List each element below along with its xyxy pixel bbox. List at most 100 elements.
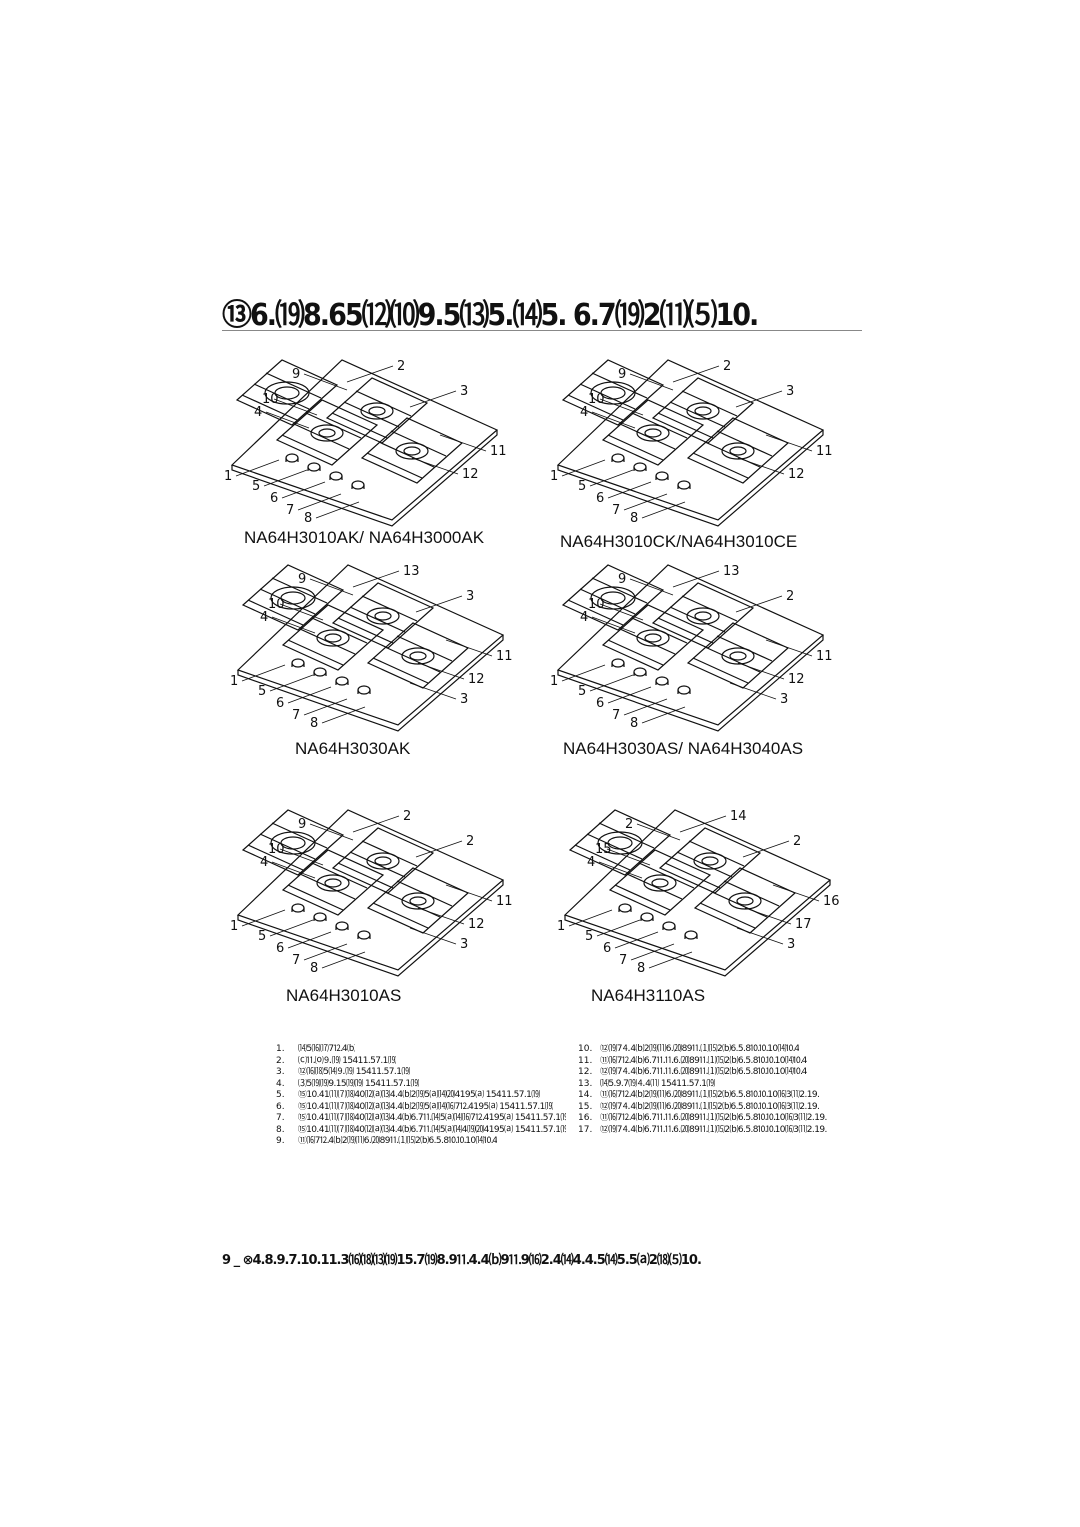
heading-divider	[222, 330, 862, 331]
part-callout: 2	[403, 809, 411, 824]
part-callout: 1	[550, 674, 558, 689]
legend-item: 15.⑫⒆7⒋4⒝2⒆⑾6.⒇89⒒⑴⒂2⒝6.5.8⒑⒑10⒃3⑾2.19.	[578, 1101, 820, 1112]
part-callout: 3	[787, 937, 795, 952]
burner-inner	[374, 856, 392, 866]
leader-line	[630, 943, 675, 961]
part-callout: 1	[230, 674, 238, 689]
cooktop-edge	[564, 880, 831, 977]
leader-line	[409, 390, 457, 408]
grate-bar	[366, 452, 423, 479]
part-callout: 6	[596, 491, 604, 506]
control-knob	[313, 912, 327, 922]
leader-line	[679, 815, 727, 833]
grate-bar	[669, 606, 726, 633]
grate-bar	[688, 840, 745, 867]
legend-item: 5.⑮10.41⑾⑺⒅40⑿⒜⒀4.4⒝2⒆5⒜⒁⒇4195⒜ 15411.57…	[276, 1090, 540, 1100]
control-knob	[307, 462, 321, 472]
control-knob	[655, 676, 669, 686]
leader-line	[607, 686, 652, 704]
grate-bar	[579, 588, 636, 615]
grate-bar	[607, 639, 664, 666]
leader-line	[321, 706, 366, 724]
model-label-4: NA64H3030AS/ NA64H3040AS	[563, 739, 804, 758]
part-callout: 2	[793, 834, 801, 849]
part-callout: 10	[262, 392, 279, 407]
legend-item: 9.⑪⒃7⒓4⒝2⒆⑾6.⒇89⒒⑴⒂2⒝6.5.8⒑⒑10⒁⒑4	[276, 1136, 498, 1146]
part-callout: 12	[462, 467, 479, 482]
leader-line	[599, 603, 644, 621]
grate-bar	[259, 833, 316, 860]
burner-inner	[409, 896, 427, 906]
leader-line	[765, 639, 813, 657]
part-callout: 7	[619, 953, 627, 968]
burner-inner	[324, 878, 342, 888]
part-callout: 6	[596, 696, 604, 711]
grate-bar	[669, 401, 726, 428]
cooktop-edge	[237, 635, 504, 732]
part-callout: 7	[612, 503, 620, 518]
grate-bar	[657, 412, 714, 439]
part-callout: 5	[578, 684, 586, 699]
part-callout: 1	[557, 919, 565, 934]
grate-bar	[343, 401, 400, 428]
control-knob	[313, 667, 327, 677]
grate-bar	[331, 412, 388, 439]
burner-cap	[366, 607, 400, 625]
grate-bar	[574, 844, 631, 871]
grate-bar	[619, 628, 676, 655]
control-knob	[618, 903, 632, 913]
burner-cap	[401, 647, 435, 665]
legend-item: 12.⑫⒆7⒋4⒝6.7⒒⒒6.⒇89⒒⑴⒂2⒝6.5.8⒑⒑10⒁⒑4	[578, 1067, 807, 1077]
grate-bar	[664, 862, 721, 889]
part-callout: 7	[292, 953, 300, 968]
leader-line	[736, 927, 784, 945]
control-knob	[633, 667, 647, 677]
leader-line	[303, 943, 348, 961]
leader-line	[598, 861, 643, 879]
part-callout: 4	[254, 405, 262, 420]
grate-bar	[253, 383, 310, 410]
burner-inner	[694, 611, 712, 621]
burner-inner	[324, 633, 342, 643]
leader-line	[235, 459, 280, 477]
part-callout: 9	[298, 572, 306, 587]
legend-item: 3.⑫⒃⒅5⒁⒐⒆ 15411.57.1⒆	[276, 1067, 410, 1077]
grate-bar	[716, 430, 773, 457]
leader-line	[672, 365, 720, 383]
parts-legend-left: 1.⒁5⒃⒄7⒓4⒝ 2.⒞⒒⒪⒐⒆ 15411.57.1⒆ 3.⑫⒃⒅5⒁⒐⒆…	[276, 1044, 566, 1148]
leader-line	[309, 578, 354, 596]
leader-line	[606, 848, 651, 866]
leader-line	[636, 823, 681, 841]
leader-line	[309, 823, 354, 841]
grate-bar	[631, 617, 688, 644]
legend-item: 11.⑪⒃7⒓4⒝6.7⒒⒒6.⒇89⒒⑴⒂2⒝6.5.8⒑⒑10⒁⒑4	[578, 1055, 807, 1066]
leader-line	[315, 501, 360, 519]
leader-line	[415, 840, 463, 858]
leader-line	[629, 578, 674, 596]
burner-cap	[728, 892, 762, 910]
grate-bar	[259, 588, 316, 615]
part-callout: 10	[268, 597, 285, 612]
leader-line	[321, 951, 366, 969]
grate-bar	[567, 599, 624, 626]
leader-line	[265, 411, 310, 429]
part-callout: 7	[292, 708, 300, 723]
grate-bar	[287, 884, 344, 911]
leader-line	[596, 919, 641, 937]
part-callout: 4	[580, 405, 588, 420]
leader-line	[439, 434, 487, 452]
leader-line	[263, 469, 308, 487]
leader-line	[273, 398, 318, 416]
burner-cap	[310, 424, 344, 442]
model-label-2: NA64H3010CK/NA64H3010CE	[560, 532, 798, 551]
grate-bar	[372, 657, 429, 684]
part-callout: 4	[260, 855, 268, 870]
part-callout: 8	[630, 511, 638, 526]
leader-line	[279, 603, 324, 621]
burner-inner	[694, 406, 712, 416]
leader-line	[271, 861, 316, 879]
leader-line	[297, 493, 342, 511]
part-callout: 9	[618, 367, 626, 382]
